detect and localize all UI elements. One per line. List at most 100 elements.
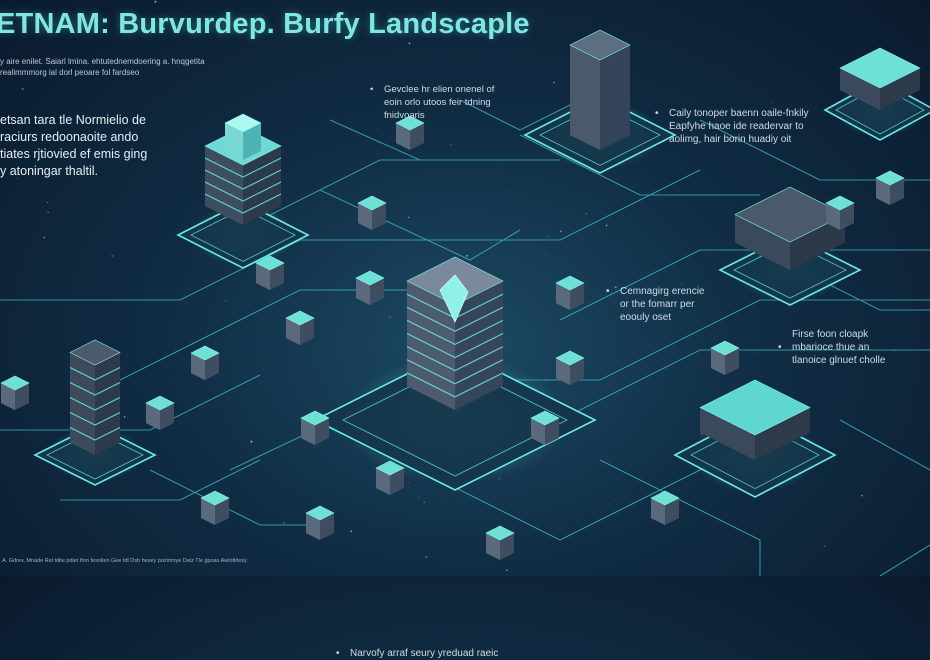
star: [614, 500, 615, 501]
star: [861, 495, 863, 497]
description-line: etsan tara tle Normielio de: [0, 112, 147, 129]
star: [586, 213, 587, 214]
server-node: [301, 411, 329, 445]
circuit-line: [0, 375, 260, 430]
star: [735, 78, 736, 79]
star: [408, 482, 409, 483]
star: [517, 326, 518, 327]
description-line: y atoningar thaltil.: [0, 163, 147, 180]
circuit-line: [320, 190, 520, 260]
callout-line: tlanoice glnuet cholle: [792, 354, 885, 367]
star: [44, 237, 46, 239]
callout-line: eoouly oset: [620, 311, 930, 324]
star: [560, 231, 562, 233]
server-node: [376, 461, 404, 495]
star: [408, 217, 409, 218]
callout-line: Cemnagirg erencie: [620, 285, 930, 298]
star: [71, 507, 72, 508]
star: [22, 88, 24, 90]
server-node: [486, 526, 514, 560]
description-line: tiates rjtiovied ef emis ging: [0, 146, 147, 163]
star: [567, 221, 568, 222]
star: [548, 236, 549, 237]
server-node: [256, 256, 284, 290]
star: [124, 416, 125, 417]
callout-2: Caily tonoper baenn oaile-fnkily Eapfyhe…: [655, 107, 930, 146]
star: [544, 254, 545, 255]
intro-line: realimmmorg ial dorl peoare fol fardseo: [0, 67, 205, 78]
callout-line: Narvofy arraf seury yreduad raeic: [350, 647, 930, 660]
star: [389, 316, 391, 318]
star: [681, 283, 682, 284]
server-node: [556, 351, 584, 385]
server-node: [146, 396, 174, 430]
callout-line: Caily tonoper baenn oaile-fnkily: [669, 107, 930, 120]
callout-line: mbarioce thue an: [778, 341, 885, 354]
star: [606, 225, 608, 227]
circuit-line: [230, 300, 930, 470]
star: [186, 303, 187, 304]
callout-5: Narvofy arraf seury yreduad raeic: [336, 647, 930, 660]
star: [506, 569, 508, 571]
star: [491, 243, 492, 244]
intro-line: y aire enilet. Saiarl lmina. ehtutednemd…: [0, 56, 205, 67]
star: [508, 190, 509, 191]
server-node: [306, 506, 334, 540]
star: [418, 497, 419, 498]
intro-text: y aire enilet. Saiarl lmina. ehtutednemd…: [0, 56, 205, 78]
server-node: [356, 271, 384, 305]
star: [171, 378, 172, 379]
left-description: etsan tara tle Normielio de raciurs redo…: [0, 112, 147, 180]
server-node: [191, 346, 219, 380]
star: [327, 201, 328, 202]
star: [757, 353, 758, 354]
callout-4: Firse foon cloapk mbarioce thue an tlano…: [778, 328, 885, 367]
star: [111, 255, 113, 257]
star: [155, 1, 157, 3]
callout-line: Eapfyhe haoe ide readervar to: [669, 120, 930, 133]
star: [824, 545, 825, 546]
circuit-line: [880, 545, 930, 576]
callout-line: or the fomarr per: [620, 298, 930, 311]
star: [350, 530, 352, 532]
callout-line: Gevclee hr elien onenel of: [384, 83, 930, 96]
description-line: raciurs redoonaoite ando: [0, 129, 147, 146]
star: [826, 198, 827, 199]
circuit-line: [840, 420, 930, 470]
star: [408, 42, 410, 44]
server-node: [201, 491, 229, 525]
server-node: [531, 411, 559, 445]
star: [0, 280, 1, 281]
bottom-left-tower: [70, 340, 120, 455]
star: [283, 522, 284, 523]
left-crystal: [225, 114, 261, 160]
circuit-line: [260, 160, 560, 220]
star: [158, 567, 159, 568]
star: [424, 502, 425, 503]
star: [425, 556, 427, 558]
server-node: [826, 196, 854, 230]
page-title: ETNAM: Burvurdep. Burfy Landscaple: [0, 8, 530, 41]
server-node: [876, 171, 904, 205]
star: [47, 212, 48, 213]
server-node: [286, 311, 314, 345]
circuit-line: [120, 290, 420, 380]
star: [47, 202, 48, 203]
star: [466, 255, 468, 257]
star: [257, 337, 258, 338]
circuit-line: [150, 470, 330, 525]
callout-line: aolimg, hair borin huadiy oit: [669, 133, 930, 146]
star: [376, 128, 377, 129]
star: [666, 368, 667, 369]
star: [250, 441, 252, 443]
circuit-line: [0, 170, 700, 300]
star: [59, 204, 60, 205]
callout-3: Cemnagirg erencie or the fomarr per eoou…: [606, 285, 930, 324]
footer-note: A. Gdrev, Mnade Rel tdite pdiet thm feso…: [2, 558, 247, 564]
server-node: [358, 196, 386, 230]
server-node: [1, 376, 29, 410]
server-node: [711, 341, 739, 375]
callout-line: Firse foon cloapk: [792, 328, 885, 341]
star: [450, 144, 451, 145]
server-node: [556, 276, 584, 310]
